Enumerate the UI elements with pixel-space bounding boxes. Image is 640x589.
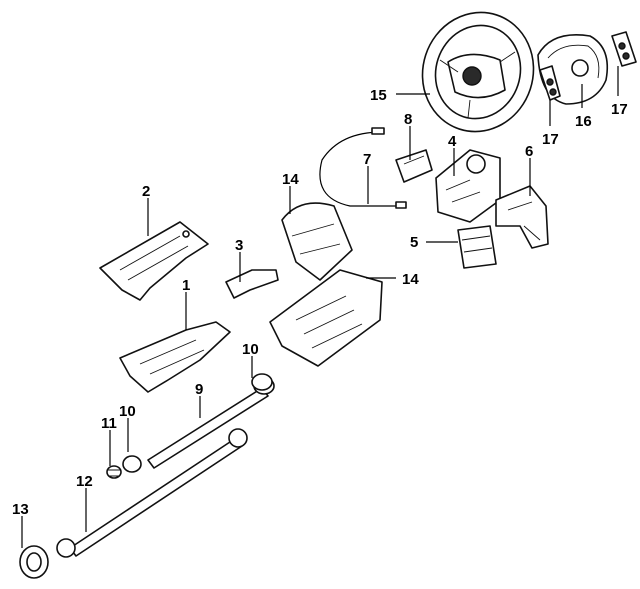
steering-wheel xyxy=(421,11,535,133)
lock-housing xyxy=(435,149,501,223)
cruise-switch-right xyxy=(611,31,637,67)
callout-10-lower: 10 xyxy=(119,403,136,420)
callout-2: 2 xyxy=(142,183,150,200)
callout-17-left: 17 xyxy=(542,131,559,148)
cruise-switch-left xyxy=(539,65,561,101)
bearing-upper xyxy=(251,373,273,391)
callout-1: 1 xyxy=(182,277,190,294)
column-bracket xyxy=(99,221,209,301)
callout-14-lower: 14 xyxy=(402,271,419,288)
callout-3: 3 xyxy=(235,237,243,254)
bearing-lower xyxy=(122,455,142,473)
callout-8: 8 xyxy=(404,111,412,128)
leader-lines xyxy=(21,66,619,548)
bracket-8 xyxy=(395,149,433,183)
callout-labels: 1 2 3 4 5 6 7 8 9 10 10 11 12 13 14 14 1… xyxy=(12,87,628,518)
callout-6: 6 xyxy=(525,143,533,160)
callout-4: 4 xyxy=(448,133,457,150)
callout-9: 9 xyxy=(195,381,203,398)
shift-interlock-cable xyxy=(319,127,407,209)
lower-shroud xyxy=(269,269,383,367)
callout-16: 16 xyxy=(575,113,592,130)
callout-12: 12 xyxy=(76,473,93,490)
ignition-switch xyxy=(457,225,497,269)
switch-bracket xyxy=(495,185,549,249)
callout-5: 5 xyxy=(410,234,418,251)
callout-7: 7 xyxy=(363,151,371,168)
callout-11: 11 xyxy=(101,415,117,432)
tilt-housing xyxy=(119,321,231,393)
tilt-lever xyxy=(225,269,279,299)
seal xyxy=(19,545,49,579)
intermediate-shaft xyxy=(56,428,248,558)
callout-13: 13 xyxy=(12,501,29,518)
upper-shroud xyxy=(281,202,353,281)
spring xyxy=(106,465,122,479)
callout-10-upper: 10 xyxy=(242,341,259,358)
callout-14-upper: 14 xyxy=(282,171,299,188)
callout-17-right: 17 xyxy=(611,101,628,118)
callout-15: 15 xyxy=(370,87,387,104)
